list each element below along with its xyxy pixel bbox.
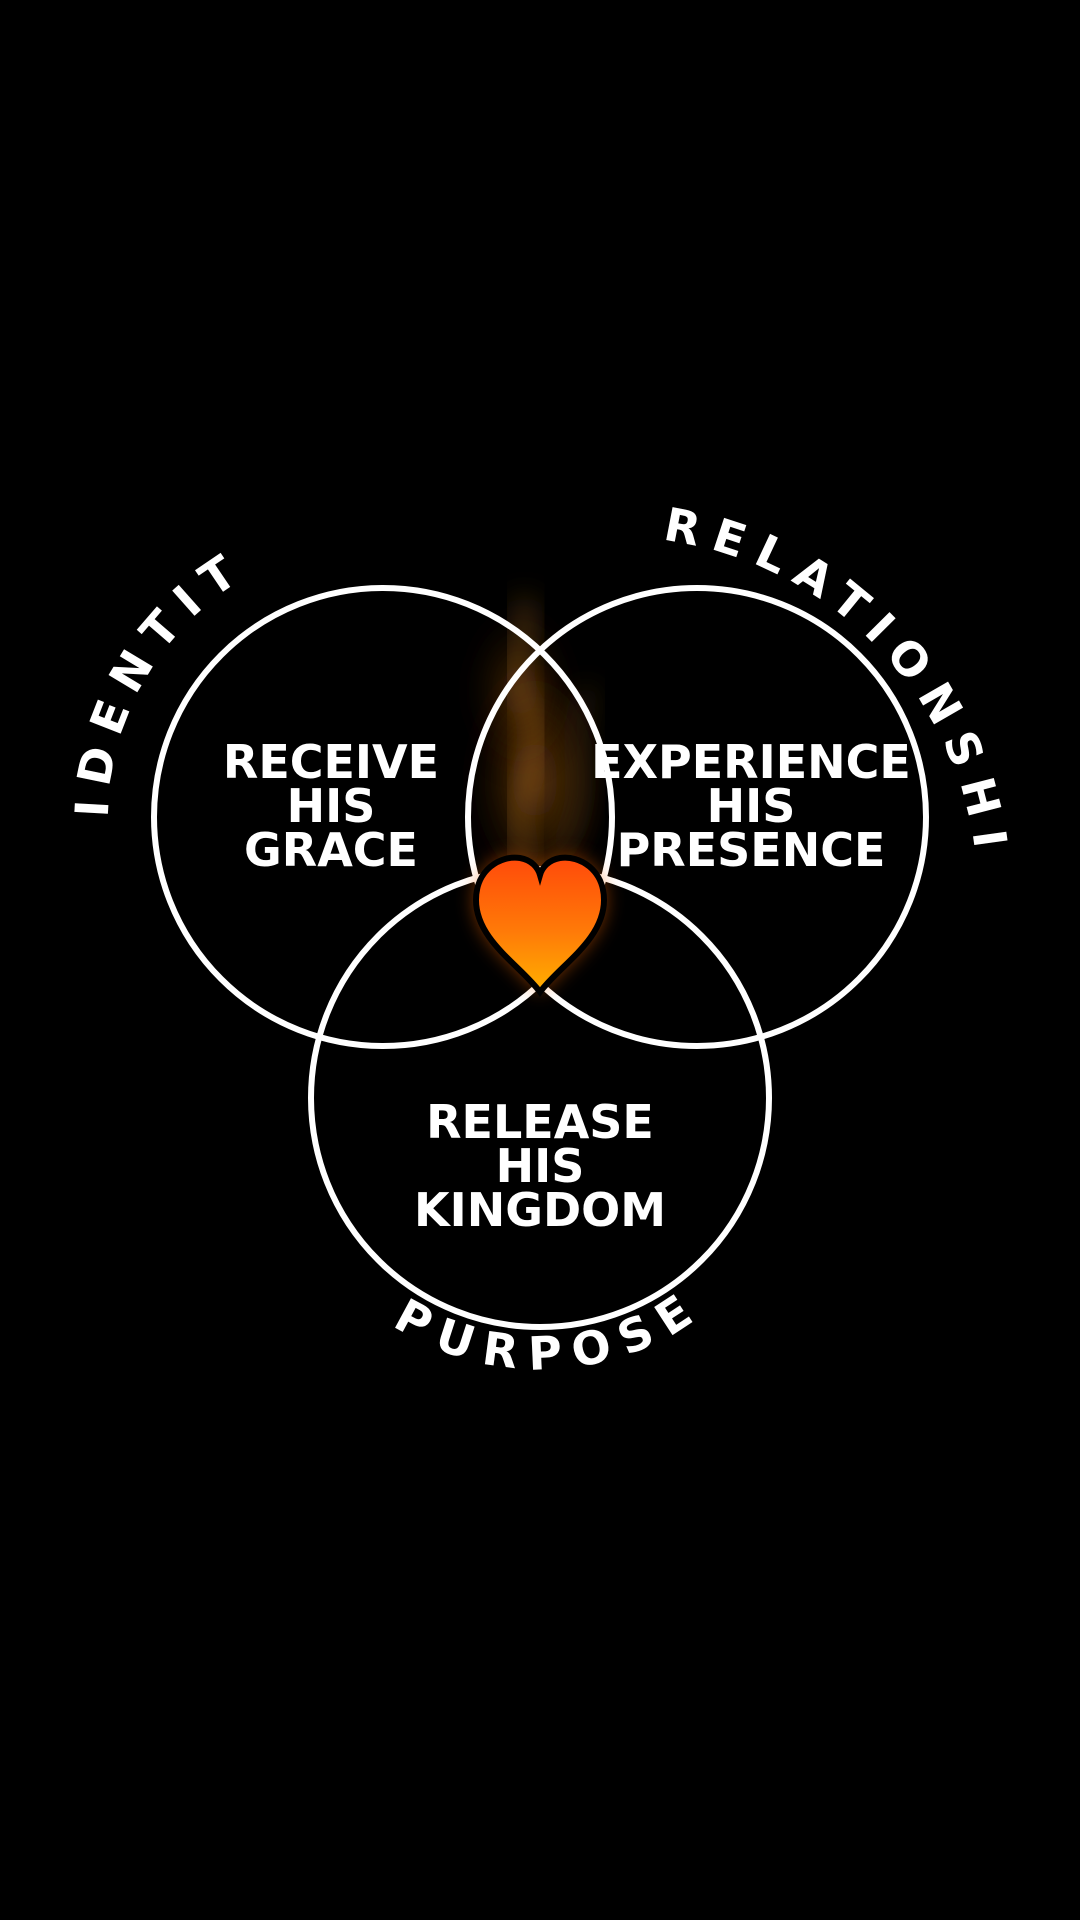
label-kingdom-line-2: HIS (496, 1139, 585, 1193)
label-presence: EXPERIENCE HIS PRESENCE (591, 735, 911, 877)
label-presence-line-2: HIS (707, 779, 796, 833)
label-grace-line-1: RECEIVE (223, 735, 439, 789)
arc-label-identity: IDENTITY (0, 0, 257, 819)
label-kingdom-line-1: RELEASE (426, 1095, 654, 1149)
arc-label-purpose-text: PURPOSE (386, 1277, 699, 1381)
label-grace-line-2: HIS (287, 779, 376, 833)
arc-label-purpose: PURPOSE (386, 1277, 712, 1381)
label-kingdom: RELEASE HIS KINGDOM (414, 1095, 666, 1237)
circle-presence (465, 585, 929, 1049)
arc-label-identity-text: IDENTITY (0, 0, 244, 819)
label-presence-line-3: PRESENCE (617, 823, 886, 877)
circle-grace (151, 585, 615, 1049)
label-grace: RECEIVE HIS GRACE (223, 735, 439, 877)
label-grace-line-3: GRACE (244, 823, 418, 877)
label-presence-line-1: EXPERIENCE (591, 735, 911, 789)
label-kingdom-line-3: KINGDOM (414, 1183, 666, 1237)
heart-icon (472, 854, 608, 998)
